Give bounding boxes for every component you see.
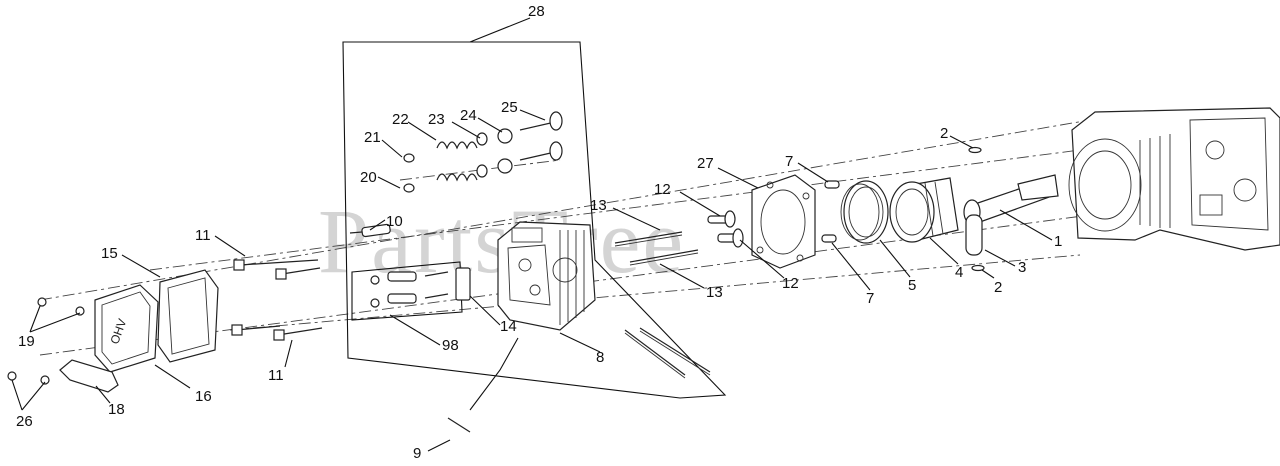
valve-cover: OHV — [94, 284, 159, 373]
callout-28: 28 — [528, 3, 545, 20]
callout-5: 5 — [908, 277, 916, 294]
callout-15: 15 — [101, 245, 118, 262]
pin-clip-top — [968, 146, 982, 154]
callout-2-bottom: 2 — [994, 279, 1002, 296]
pin-clip-bottom — [971, 264, 985, 272]
cylinder-head — [497, 221, 596, 331]
callout-2-top: 2 — [940, 125, 948, 142]
callout-12-top: 12 — [654, 181, 671, 198]
spring-retainers — [476, 128, 513, 178]
callout-7-top: 7 — [785, 153, 793, 170]
exhaust-gasket — [447, 417, 471, 433]
piston — [889, 177, 959, 243]
head-gasket — [751, 174, 816, 269]
callout-7-bottom: 7 — [866, 290, 874, 307]
leader-lines — [11, 17, 1053, 452]
callout-12-bottom: 12 — [782, 275, 799, 292]
callout-11-bottom: 11 — [268, 367, 284, 384]
callout-4: 4 — [955, 264, 963, 281]
callout-3: 3 — [1018, 259, 1026, 276]
connecting-rod — [963, 174, 1059, 225]
callout-21: 21 — [364, 129, 381, 146]
head-dowel-pins — [707, 210, 744, 248]
callout-10: 10 — [386, 213, 403, 230]
callout-19: 19 — [18, 333, 35, 350]
valve-keepers — [403, 153, 415, 193]
callout-24: 24 — [460, 107, 477, 124]
cover-screws — [7, 297, 85, 385]
callout-14: 14 — [500, 318, 517, 335]
callout-98: 98 — [442, 337, 459, 354]
rocker-arm-kit — [351, 261, 471, 321]
callout-20: 20 — [360, 169, 377, 186]
callout-1: 1 — [1054, 233, 1062, 250]
callout-23: 23 — [428, 111, 445, 128]
valves — [519, 111, 563, 161]
breather-bracket — [59, 359, 119, 393]
callout-27: 27 — [697, 155, 714, 172]
callout-11-top: 11 — [195, 227, 211, 244]
piston-pin — [965, 214, 983, 256]
crankcase-block — [1068, 107, 1280, 251]
callout-18: 18 — [108, 401, 125, 418]
callout-26: 26 — [16, 413, 33, 430]
head-bolts — [231, 259, 323, 341]
callout-labels: 28 2 1 3 2 4 5 7 7 27 12 12 13 13 8 14 9… — [16, 3, 1062, 462]
valve-cover-gasket — [157, 269, 219, 363]
cylinder-head-assembly-outline — [342, 41, 727, 399]
callout-9: 9 — [413, 445, 421, 462]
callout-16: 16 — [195, 388, 212, 405]
push-rods — [614, 231, 699, 266]
dowel-pin-top — [824, 180, 840, 189]
callout-13-bottom: 13 — [706, 284, 723, 301]
studs — [624, 327, 711, 379]
piston-rings — [840, 180, 889, 244]
callout-13-top: 13 — [590, 197, 607, 214]
dowel-pin-bottom — [821, 234, 837, 243]
callout-8: 8 — [596, 349, 604, 366]
callout-22: 22 — [392, 111, 409, 128]
callout-25: 25 — [501, 99, 518, 116]
valve-springs — [436, 141, 478, 182]
